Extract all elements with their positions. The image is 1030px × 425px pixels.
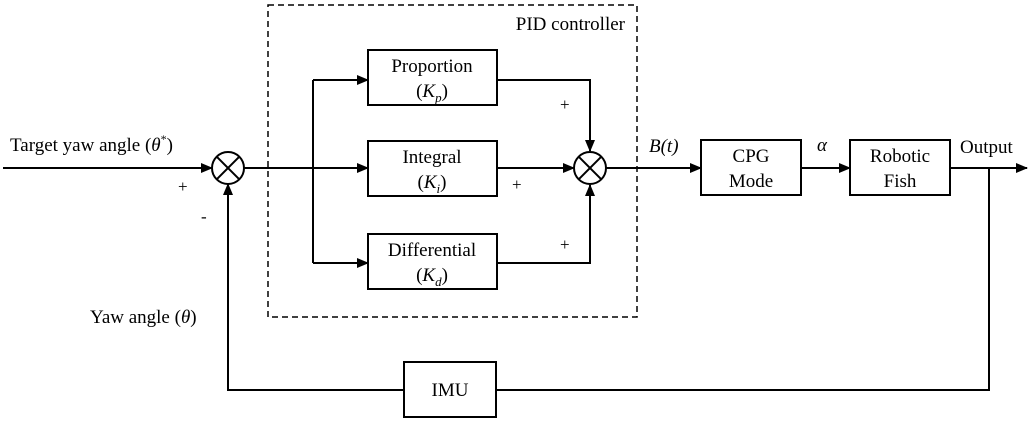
feedback-label: Yaw angle (θ) xyxy=(90,307,197,328)
summing-junction-pid xyxy=(573,151,607,185)
imu-label: IMU xyxy=(432,380,469,401)
feedback-to-sum xyxy=(223,183,404,391)
robotic-fish-title: Robotic xyxy=(870,146,930,167)
cpg-mode-block xyxy=(700,139,802,196)
input-label: Target yaw angle (θ*) xyxy=(10,132,173,156)
pid-controller-label: PID controller xyxy=(516,14,626,35)
differential-title: Differential xyxy=(388,240,476,261)
sum1-plus-sign: + xyxy=(178,177,188,196)
bt-label: B(t) xyxy=(649,136,679,157)
d-plus-sign: + xyxy=(560,235,570,254)
differential-output-arrow xyxy=(497,184,595,264)
integral-title: Integral xyxy=(402,147,461,168)
output-label: Output xyxy=(960,137,1014,158)
imu-block xyxy=(403,361,497,418)
alpha-label: α xyxy=(817,135,828,156)
sum1-minus-sign: - xyxy=(201,207,207,226)
proportion-block xyxy=(367,49,498,106)
integral-gain: (Ki) xyxy=(418,172,447,196)
summing-junction-input xyxy=(211,151,245,185)
proportion-output-arrow xyxy=(497,79,595,152)
robotic-fish-subtitle: Fish xyxy=(884,171,917,192)
differential-gain: (Kd) xyxy=(416,265,448,289)
feedback-to-imu xyxy=(496,168,990,391)
robotic-fish-block xyxy=(849,139,951,196)
proportion-gain: (Kp) xyxy=(416,81,448,105)
differential-block xyxy=(367,233,498,290)
p-plus-sign: + xyxy=(560,95,570,114)
cpg-subtitle: Mode xyxy=(729,171,773,192)
pid-controller-boundary xyxy=(267,4,638,318)
cpg-title: CPG xyxy=(733,146,770,167)
i-plus-sign: + xyxy=(512,175,522,194)
proportion-title: Proportion xyxy=(391,56,473,77)
